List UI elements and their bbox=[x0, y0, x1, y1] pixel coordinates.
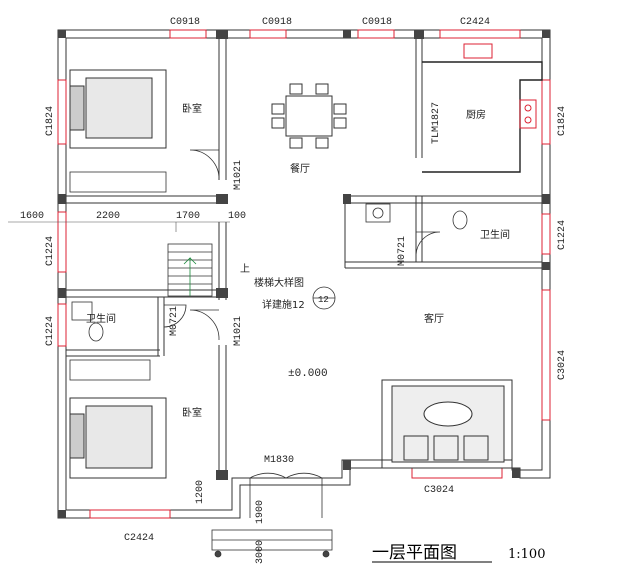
window-tag-left-2: C1224 bbox=[45, 236, 56, 266]
door-tag-bedroom-bottom: M1021 bbox=[233, 316, 244, 346]
wardrobes bbox=[69, 171, 167, 381]
window-tag-right-3: C3024 bbox=[557, 350, 568, 380]
dim-3000: 3000 bbox=[255, 540, 266, 564]
window-tag-top-1: C0918 bbox=[170, 17, 200, 28]
room-label-bedroom-bottom: 卧室 bbox=[182, 406, 202, 419]
plan-scale: 1:100 bbox=[508, 547, 545, 562]
dim-100: 100 bbox=[228, 211, 246, 222]
room-label-bathroom-right: 卫生间 bbox=[480, 228, 510, 241]
dining-table bbox=[271, 83, 347, 149]
plan-title: 一层平面图 bbox=[372, 543, 457, 563]
door-tag-kitchen-tlm: TLM1827 bbox=[431, 102, 442, 144]
kitchen-fixtures bbox=[422, 43, 543, 173]
doors bbox=[163, 149, 441, 518]
door-tag-bath-right: M0721 bbox=[397, 236, 408, 266]
floor-elevation: ±0.000 bbox=[288, 368, 328, 380]
stair-up-label: 上 bbox=[240, 263, 250, 275]
stair-detail-label: 楼梯大样图 bbox=[254, 276, 304, 289]
dim-1600: 1600 bbox=[20, 211, 44, 222]
window-tag-right-2: C1224 bbox=[557, 220, 568, 250]
stair-detail-ref: 详建施12 bbox=[262, 298, 305, 311]
window-tag-bottom-left: C2424 bbox=[124, 533, 154, 544]
windows bbox=[57, 29, 551, 519]
door-tag-bath-left: M0721 bbox=[169, 306, 180, 336]
living-furniture bbox=[381, 379, 513, 469]
room-label-living: 客厅 bbox=[424, 312, 444, 325]
window-tag-right-1: C1824 bbox=[557, 106, 568, 136]
room-label-kitchen: 厨房 bbox=[466, 108, 486, 121]
window-tag-top-4: C2424 bbox=[460, 17, 490, 28]
dim-1200: 1200 bbox=[195, 480, 206, 504]
bed-top bbox=[69, 69, 167, 149]
window-tag-left-3: C1224 bbox=[45, 316, 56, 346]
dim-2200: 2200 bbox=[96, 211, 120, 222]
section-symbol bbox=[312, 286, 336, 310]
window-tag-top-2: C0918 bbox=[262, 17, 292, 28]
bathroom-fixtures bbox=[71, 203, 468, 342]
room-label-dining: 餐厅 bbox=[290, 162, 310, 175]
dimension-lines bbox=[8, 221, 230, 232]
dim-1700: 1700 bbox=[176, 211, 200, 222]
bed-bottom bbox=[69, 397, 167, 479]
dim-1900: 1900 bbox=[255, 500, 266, 524]
entrance-steps bbox=[211, 529, 333, 558]
window-tag-top-3: C0918 bbox=[362, 17, 392, 28]
stairs bbox=[167, 243, 213, 297]
room-label-bathroom-left: 卫生间 bbox=[86, 312, 116, 325]
section-number: 12 bbox=[318, 295, 329, 305]
window-tag-bottom-right: C3024 bbox=[424, 485, 454, 496]
door-tag-bedroom-top: M1021 bbox=[233, 160, 244, 190]
columns bbox=[58, 30, 550, 518]
door-tag-entrance: M1830 bbox=[264, 455, 294, 466]
window-tag-left-1: C1824 bbox=[45, 106, 56, 136]
room-label-bedroom-top: 卧室 bbox=[182, 102, 202, 115]
